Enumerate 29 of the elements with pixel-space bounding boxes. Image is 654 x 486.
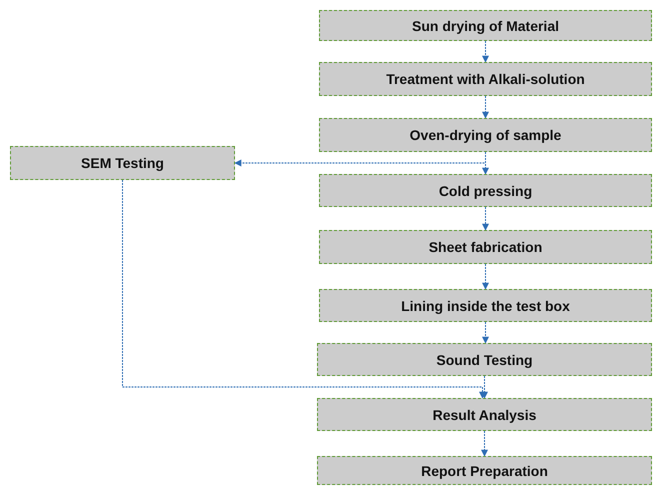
arrow bbox=[482, 264, 489, 290]
arrow bbox=[234, 152, 486, 166]
arrow bbox=[122, 180, 486, 399]
process-box bbox=[319, 118, 652, 152]
step-label: SEM Testing bbox=[81, 155, 164, 171]
arrow bbox=[482, 96, 489, 119]
arrow bbox=[481, 430, 488, 457]
arrow bbox=[482, 206, 489, 231]
arrow bbox=[482, 40, 489, 63]
process-box bbox=[319, 230, 652, 264]
step-label: Oven-drying of sample bbox=[410, 127, 562, 143]
process-box bbox=[10, 146, 235, 180]
step-label: Sun drying of Material bbox=[412, 18, 559, 34]
arrow bbox=[481, 376, 488, 399]
process-box bbox=[319, 174, 652, 207]
step-label: Result Analysis bbox=[432, 406, 536, 422]
step-label: Sheet fabrication bbox=[428, 239, 542, 255]
step-label: Cold pressing bbox=[438, 182, 532, 198]
process-box bbox=[319, 289, 652, 322]
step-label: Sound Testing bbox=[436, 352, 533, 368]
step-label: Report Preparation bbox=[421, 462, 548, 478]
arrow bbox=[482, 322, 489, 344]
step-label: Treatment with Alkali-solution bbox=[386, 71, 585, 87]
process-box bbox=[319, 62, 652, 96]
process-box bbox=[317, 456, 652, 485]
process-box bbox=[317, 343, 652, 376]
process-box bbox=[317, 398, 652, 431]
step-label: Lining inside the test box bbox=[401, 298, 570, 314]
process-box bbox=[319, 10, 652, 41]
